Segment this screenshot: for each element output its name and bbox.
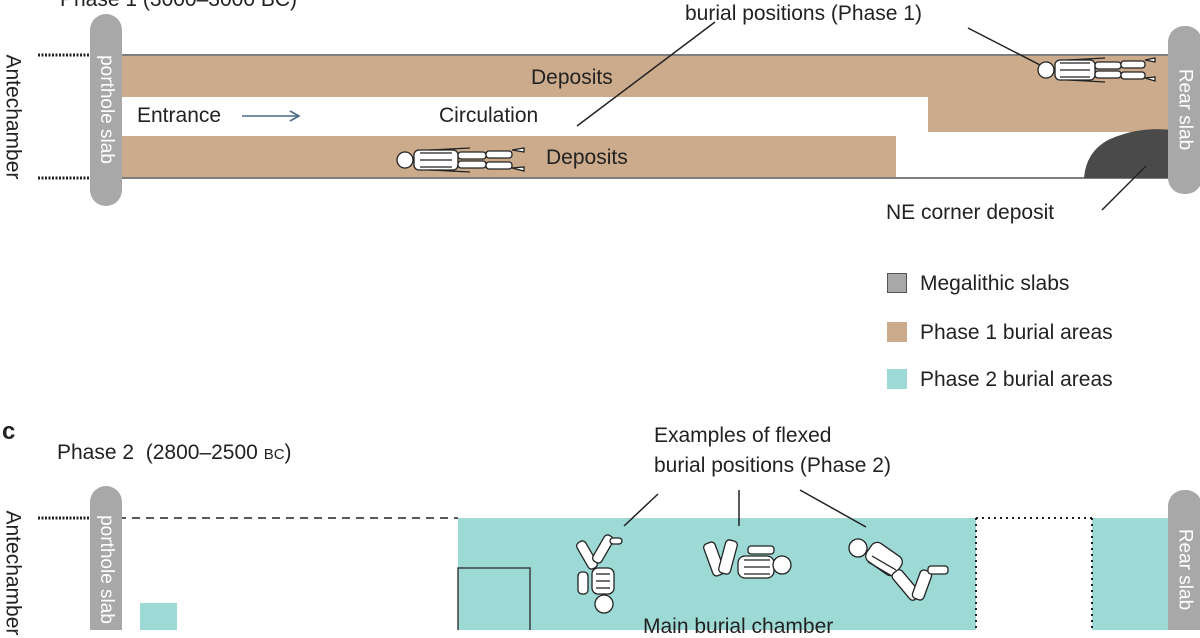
panel-letter-c: c [2, 418, 16, 445]
phase1-heading: Phase 1 (3000–3000 BC) [60, 0, 297, 10]
main-burial-chamber-label: Main burial chamber [643, 615, 834, 638]
deposits-label-lower: Deposits [546, 146, 628, 169]
deposits-label-upper: Deposits [531, 66, 613, 89]
rear-slab-b [1168, 26, 1200, 194]
phase1-upper-deposit [118, 56, 1172, 132]
legend-swatch-megalithic [887, 273, 907, 293]
porthole-slab-label-c: porthole slab [96, 515, 117, 624]
inner-enclosure [457, 567, 531, 630]
flexed-burial-figure-3 [848, 538, 949, 601]
phase2-small-area [140, 603, 177, 630]
circulation-label: Circulation [439, 104, 539, 127]
callout-line-rear-burial [967, 27, 1043, 67]
ne-corner-deposit-label: NE corner deposit [886, 201, 1055, 224]
phase2-rear-area [1092, 518, 1170, 630]
flexed-burial-figure-2 [703, 539, 792, 579]
porthole-slab-c [90, 486, 122, 630]
phase2-label: Phase 2 [57, 441, 135, 464]
phase2-dates-era: BC [263, 446, 285, 463]
extended-burial-figure-upper [1037, 57, 1156, 83]
legend-label-megalithic: Megalithic slabs [920, 272, 1070, 295]
rear-slab-label-c: Rear slab [1174, 528, 1196, 611]
phase2-dates-suffix: ) [284, 441, 292, 464]
callout-line-flexed-1 [623, 493, 659, 527]
antechamber-label-b: Antechamber [1, 54, 25, 180]
antechamber-label-c: Antechamber [1, 510, 25, 636]
phase2-heading: Phase 2 (2800–2500 BC) [57, 442, 292, 463]
phase2-dates-prefix: (2800–2500 [145, 441, 264, 464]
callout-burial-positions-phase1: burial positions (Phase 1) [685, 2, 922, 25]
porthole-slab-label-b: porthole slab [96, 55, 117, 164]
callout-flexed-line1: Examples of flexed [654, 424, 832, 447]
porthole-slab-b [90, 14, 122, 206]
legend-swatch-phase2 [887, 369, 907, 389]
ne-corner-deposit-shape [1084, 129, 1172, 178]
rear-slab-label-b: Rear slab [1174, 68, 1196, 151]
callout-line-flexed-3 [799, 489, 867, 528]
legend-label-phase1: Phase 1 burial areas [920, 321, 1113, 344]
rear-slab-c [1168, 490, 1200, 630]
callout-flexed-line2: burial positions (Phase 2) [654, 454, 891, 477]
legend-label-phase2: Phase 2 burial areas [920, 368, 1113, 391]
flexed-burial-figure-1 [575, 534, 623, 614]
legend-swatch-phase1 [887, 322, 907, 342]
extended-burial-figure-lower [396, 147, 525, 173]
callout-line-ne-corner [1101, 165, 1147, 211]
callout-line-circulation [576, 21, 716, 127]
entrance-arrow [242, 110, 301, 122]
entrance-label: Entrance [137, 104, 222, 127]
